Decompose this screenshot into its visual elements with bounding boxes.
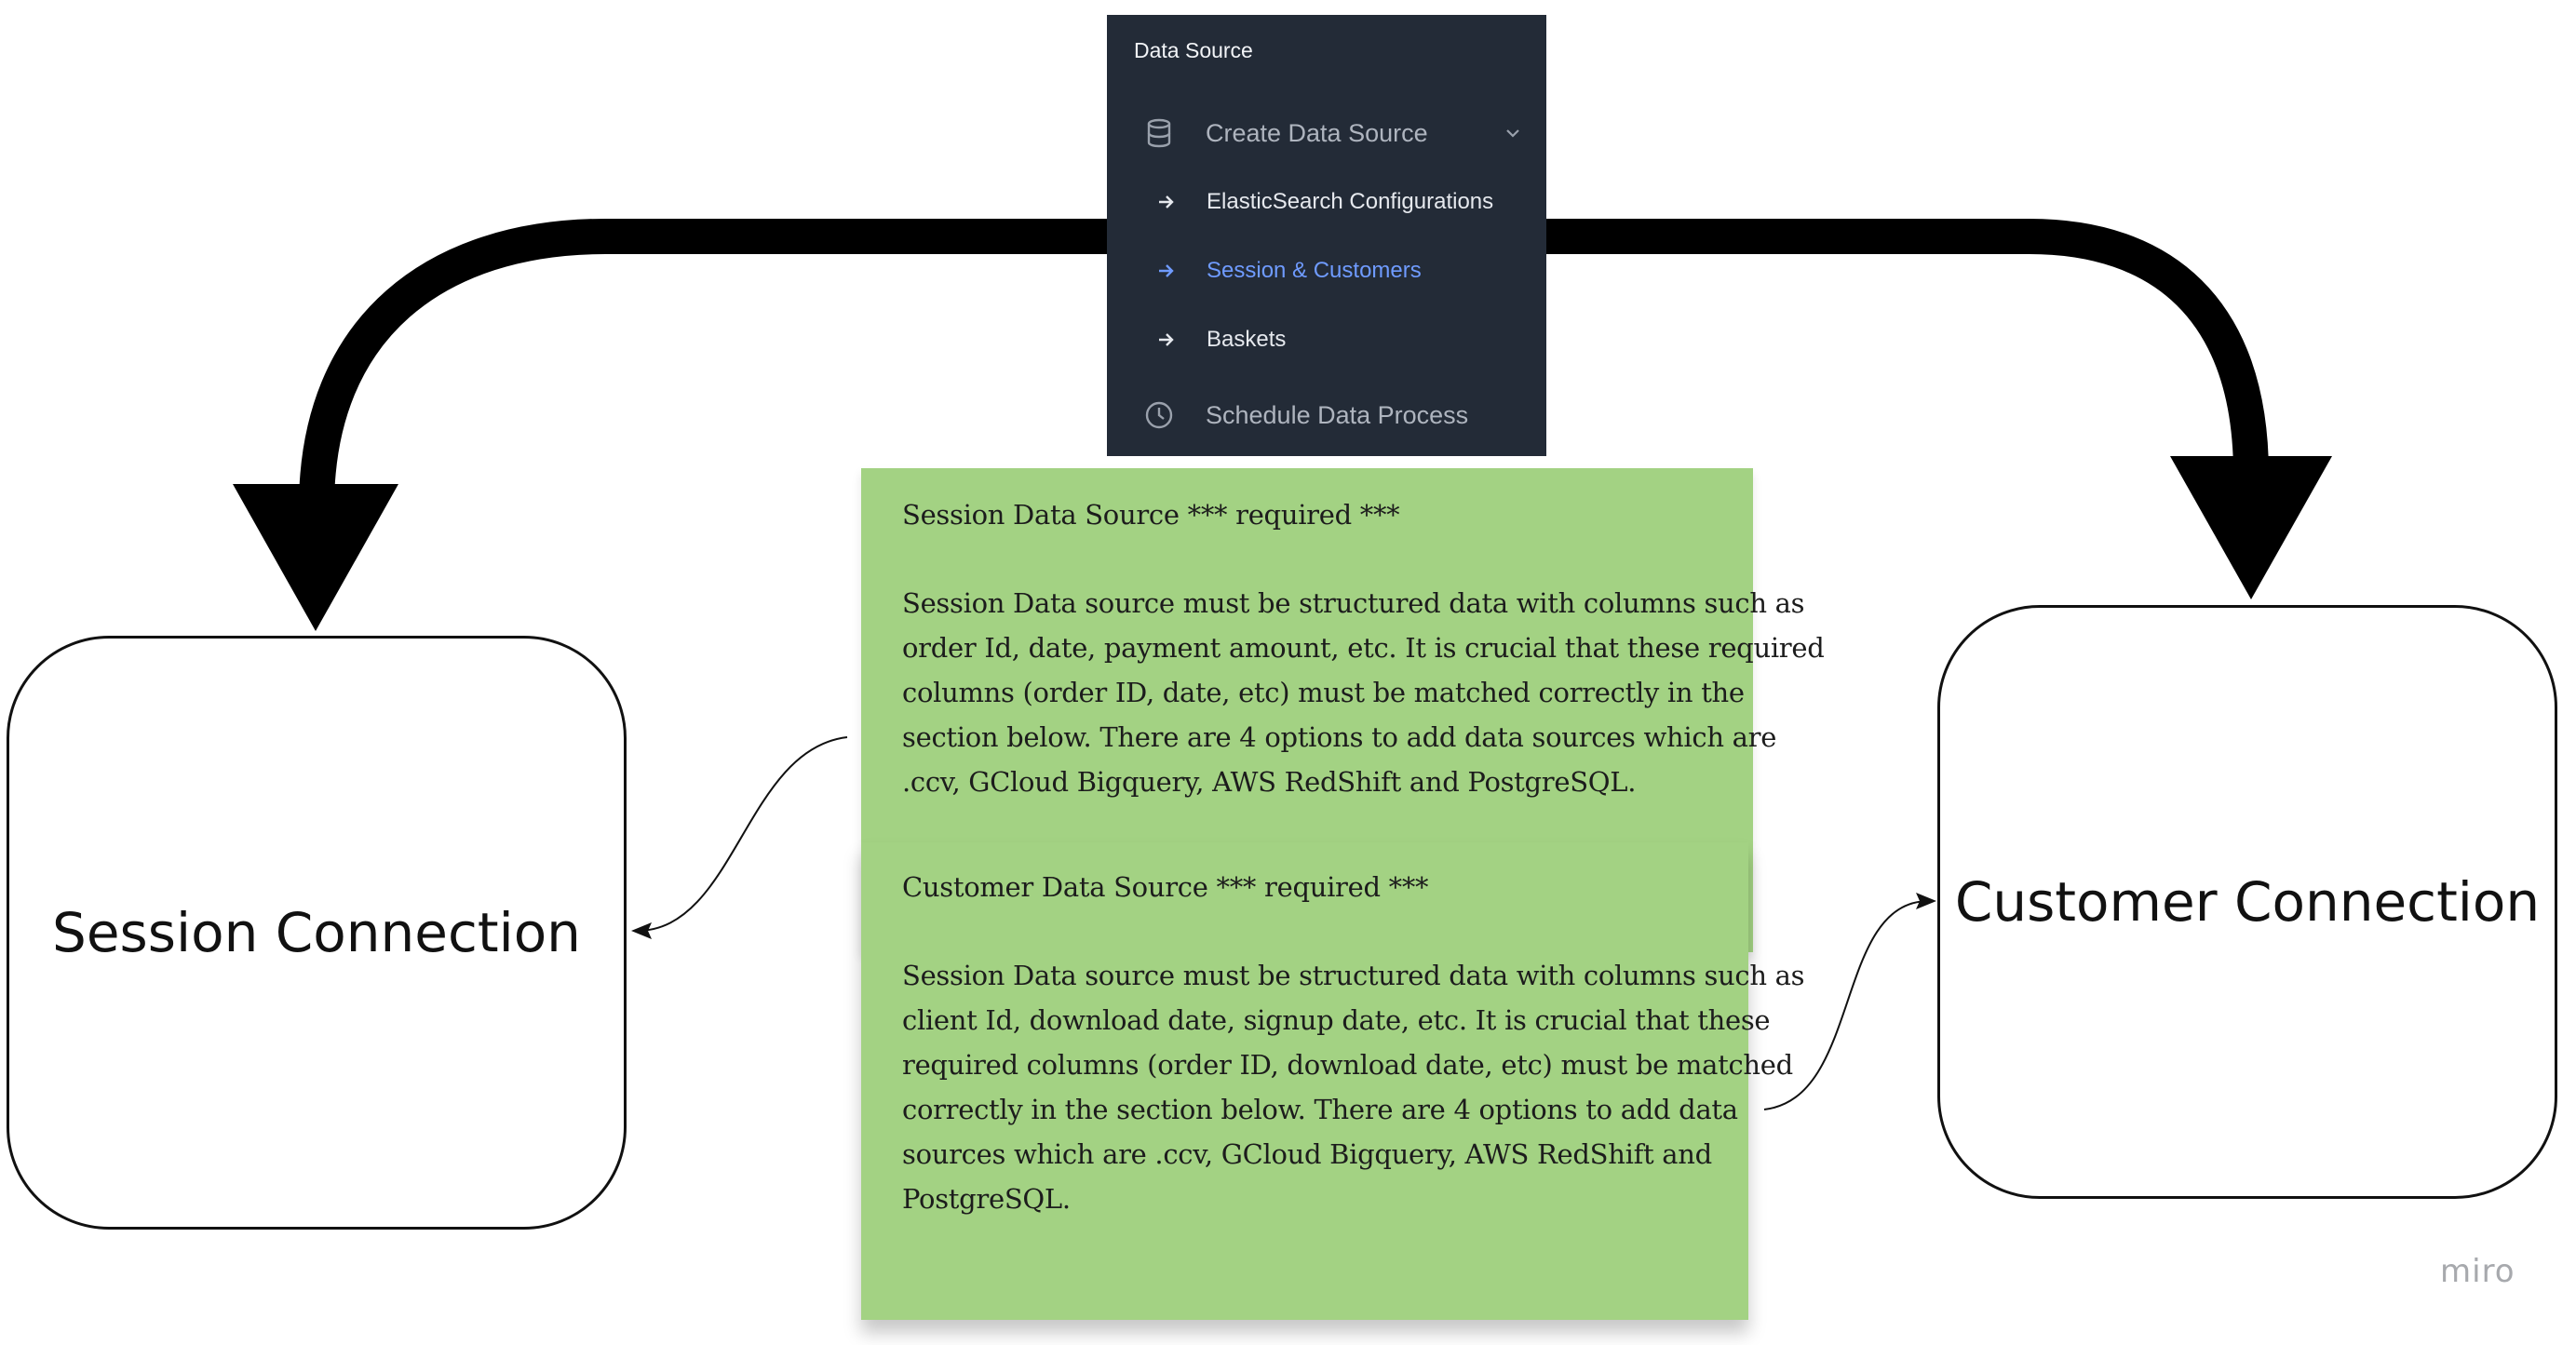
data-source-menu: Data Source Create Data Source ElasticSe… xyxy=(1107,15,1546,456)
chevron-down-icon[interactable] xyxy=(1504,124,1522,142)
arrowhead-customer xyxy=(2170,456,2332,599)
sticky-body: Session Data source must be structured d… xyxy=(902,581,1825,804)
sticky-line: order Id, date, payment amount, etc. It … xyxy=(902,632,1825,664)
sticky-line: Session Data source must be structured d… xyxy=(902,960,1805,991)
sticky-line: columns (order ID, date, etc) must be ma… xyxy=(902,677,1745,708)
sticky-line: client Id, download date, signup date, e… xyxy=(902,1004,1771,1036)
thin-connector-session xyxy=(636,736,848,932)
menu-heading: Data Source xyxy=(1134,38,1253,62)
sticky-line: correctly in the section below. There ar… xyxy=(902,1094,1738,1125)
miro-watermark: miro xyxy=(2440,1253,2515,1290)
database-icon xyxy=(1143,117,1175,149)
sticky-line: Session Data source must be structured d… xyxy=(902,587,1805,619)
thin-arrowhead-customer xyxy=(1916,893,1936,909)
menu-item-baskets[interactable]: Baskets xyxy=(1107,314,1546,366)
arrow-to-customer xyxy=(1546,219,2269,476)
thin-arrowhead-session xyxy=(631,922,652,939)
sticky-body: Session Data source must be structured d… xyxy=(902,953,1805,1221)
session-connection-label: Session Connection xyxy=(52,901,581,964)
arrowhead-session xyxy=(233,484,398,631)
clock-icon xyxy=(1143,399,1175,431)
menu-item-create-data-source[interactable]: Create Data Source xyxy=(1107,107,1546,159)
sticky-title: Session Data Source *** required *** xyxy=(902,499,1400,531)
sticky-line: required columns (order ID, download dat… xyxy=(902,1049,1793,1081)
arrow-right-icon xyxy=(1155,329,1178,351)
sticky-note-customer[interactable]: Customer Data Source *** required *** Se… xyxy=(861,842,1805,1320)
sticky-line: PostgreSQL. xyxy=(902,1183,1071,1215)
customer-connection-node[interactable]: Customer Connection xyxy=(1937,605,2557,1199)
menu-item-schedule-data-process[interactable]: Schedule Data Process xyxy=(1107,389,1546,441)
session-connection-node[interactable]: Session Connection xyxy=(7,636,627,1230)
sticky-line: .ccv, GCloud Bigquery, AWS RedShift and … xyxy=(902,766,1637,798)
customer-connection-label: Customer Connection xyxy=(1954,870,2541,934)
thin-connector-customer xyxy=(1763,900,1930,1110)
arrow-right-icon xyxy=(1155,260,1178,282)
sticky-line: sources which are .ccv, GCloud Bigquery,… xyxy=(902,1138,1712,1170)
sticky-title: Customer Data Source *** required *** xyxy=(902,871,1429,903)
menu-item-session-customers[interactable]: Session & Customers xyxy=(1107,245,1546,297)
arrow-right-icon xyxy=(1155,191,1178,213)
arrow-to-session xyxy=(299,219,1113,508)
menu-item-elasticsearch[interactable]: ElasticSearch Configurations xyxy=(1107,176,1546,228)
sticky-line: section below. There are 4 options to ad… xyxy=(902,721,1777,753)
